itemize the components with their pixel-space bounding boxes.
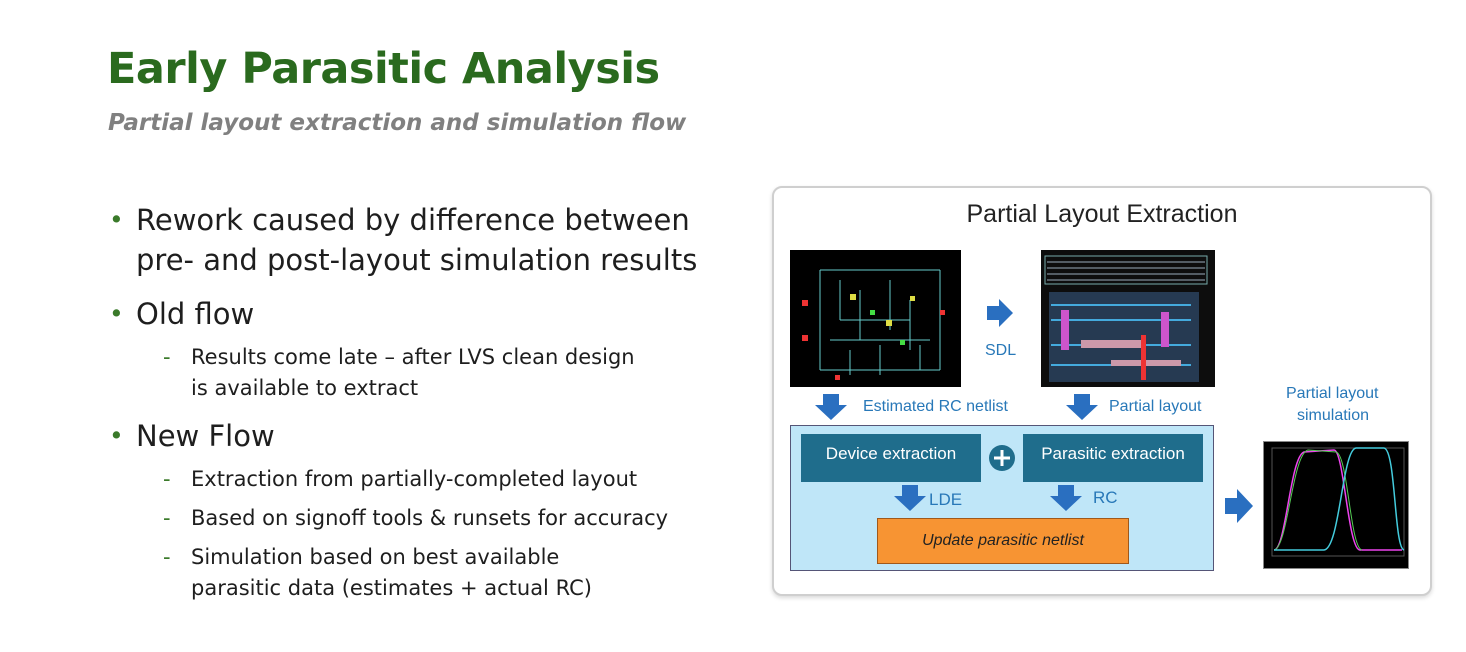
right-arrow-icon xyxy=(1225,489,1253,523)
bullet-text: Rework caused by difference between pre-… xyxy=(136,203,698,277)
update-netlist-box: Update parasitic netlist xyxy=(877,518,1129,564)
partial-layout-label: Partial layout xyxy=(1109,398,1202,415)
bullet-group-old-flow: • Old flow -Results come late – after LVS… xyxy=(105,294,745,404)
lde-label: LDE xyxy=(929,490,963,509)
bullet-item: • New Flow xyxy=(105,416,745,456)
bullet-dot-icon: • xyxy=(109,421,124,450)
bullet-dot-icon: • xyxy=(109,205,124,234)
bullet-group-rework: • Rework caused by difference between pre… xyxy=(105,200,745,280)
parasitic-extraction-box: Parasitic extraction xyxy=(1023,434,1203,482)
device-extraction-box: Device extraction xyxy=(801,434,981,482)
down-arrow-icon xyxy=(894,485,926,511)
dash-icon: - xyxy=(163,345,171,369)
sub-bullet-text: Simulation based on best available paras… xyxy=(191,545,592,600)
rc-label: RC xyxy=(1093,488,1118,507)
bullet-item: • Old flow xyxy=(105,294,745,334)
sub-bullet-text: Based on signoff tools & runsets for acc… xyxy=(191,506,669,530)
partial-layout-image xyxy=(1041,250,1215,387)
bullet-dot-icon: • xyxy=(109,299,124,328)
down-arrow-icon xyxy=(1050,485,1082,511)
sub-bullet-text: Extraction from partially-completed layo… xyxy=(191,467,638,491)
dash-icon: - xyxy=(163,545,171,569)
sdl-label: SDL xyxy=(985,342,1017,359)
schematic-image xyxy=(790,250,961,387)
dash-icon: - xyxy=(163,467,171,491)
bullet-text: New Flow xyxy=(136,419,275,453)
estimated-rc-label: Estimated RC netlist xyxy=(863,398,1008,415)
bullet-text: Old flow xyxy=(136,297,255,331)
sub-bullet-item: -Extraction from partially-completed lay… xyxy=(105,464,745,495)
sub-bullet-text: Results come late – after LVS clean desi… xyxy=(191,345,635,400)
diagram-title: Partial Layout Extraction xyxy=(966,200,1238,228)
simulation-waveform-image xyxy=(1263,441,1409,569)
page-subtitle: Partial layout extraction and simulation… xyxy=(108,110,687,136)
down-arrow-icon xyxy=(815,394,847,420)
page-title: Early Parasitic Analysis xyxy=(107,44,660,94)
bullet-item: • Rework caused by difference between pre… xyxy=(105,200,745,280)
sim-label-line-1: Partial layout xyxy=(1286,385,1379,402)
sub-bullet-item: -Results come late – after LVS clean des… xyxy=(105,342,651,404)
sub-bullet-item: -Based on signoff tools & runsets for ac… xyxy=(105,503,745,534)
extraction-process-box: Device extraction Parasitic extraction L… xyxy=(790,425,1214,571)
bullet-list: • Rework caused by difference between pre… xyxy=(105,200,745,616)
dash-icon: - xyxy=(163,506,171,530)
flow-diagram-panel: Partial Layout Extraction SDL Estima xyxy=(772,186,1432,596)
bullet-group-new-flow: •New Flow -Extraction from partially-com… xyxy=(105,416,745,604)
plus-icon xyxy=(989,445,1015,471)
down-arrow-icon xyxy=(1066,394,1098,420)
right-arrow-icon xyxy=(987,299,1013,327)
sim-label-line-2: simulation xyxy=(1297,407,1370,424)
sub-bullet-item: -Simulation based on best available para… xyxy=(105,542,631,604)
